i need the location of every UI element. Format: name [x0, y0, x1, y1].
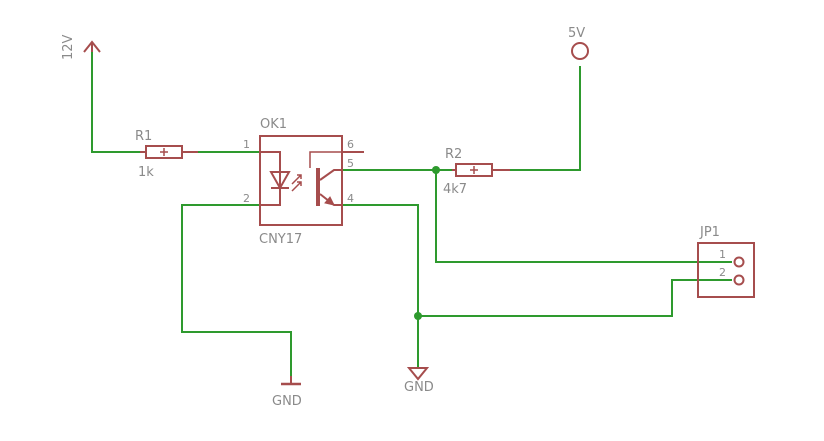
ground-left-symbol: GND [272, 376, 302, 409]
r1-name: R1 [135, 129, 152, 144]
r2-name: R2 [445, 147, 462, 162]
ok1-pin2-label: 2 [243, 192, 250, 205]
supply-circle-icon [571, 42, 589, 60]
jp1-pad1 [733, 256, 745, 268]
jp1-body [697, 242, 755, 298]
jp1-name: JP1 [699, 225, 720, 240]
gnd-mid-label: GND [404, 380, 434, 395]
supply-5v-symbol: 5V [568, 26, 589, 60]
light-arrow-icon [291, 174, 302, 192]
junction-gnd [414, 312, 422, 320]
jp1-pad2 [733, 274, 745, 286]
ok1-value: CNY17 [259, 232, 302, 247]
ok1-pin6-label: 6 [347, 138, 354, 151]
resistor-r1: R1 1k [135, 129, 198, 180]
r2-value: 4k7 [443, 182, 467, 197]
supply-12v-symbol: 12V [61, 34, 101, 60]
wire-r2-5v [510, 66, 581, 171]
wire-ok1-pin4-gnd [342, 204, 419, 368]
ok1-name: OK1 [260, 117, 287, 132]
arrow-up-icon [83, 40, 101, 53]
jp1-pin1-label: 1 [719, 248, 726, 261]
wire-ok1-pin2-gnd [181, 204, 292, 384]
ok1-body [259, 135, 343, 226]
supply-5v-label: 5V [568, 26, 585, 41]
ground-triangle-icon [406, 367, 430, 381]
led-triangle-icon [269, 171, 291, 191]
gnd-left-label: GND [272, 394, 302, 409]
supply-12v-label: 12V [61, 34, 76, 60]
transistor-base-lead [309, 151, 342, 168]
jp1-pin2-label: 2 [719, 266, 726, 279]
transistor-collector [319, 169, 342, 181]
r2-plus-icon [470, 166, 478, 174]
wires [91, 52, 732, 384]
ground-mid-symbol: GND [404, 367, 434, 395]
wire-12v-r1 [91, 52, 140, 153]
junction-pin5 [432, 166, 440, 174]
r1-value: 1k [138, 165, 154, 180]
ok1-pin1-label: 1 [243, 138, 250, 151]
connector-jp1: JP1 1 2 [697, 225, 755, 298]
ok1-led-wire [260, 151, 281, 206]
emitter-arrow-icon [324, 196, 335, 206]
wire-junction-jp1-pin1 [435, 170, 732, 263]
ok1-pin4-label: 4 [347, 192, 354, 205]
optocoupler-ok1: OK1 CNY17 1 2 4 5 6 [243, 117, 364, 247]
r1-plus-icon [160, 148, 168, 156]
resistor-r2: R2 4k7 [443, 147, 510, 197]
wire-gnd-jp1-pin2 [418, 279, 732, 317]
ok1-pin5-label: 5 [347, 157, 354, 170]
